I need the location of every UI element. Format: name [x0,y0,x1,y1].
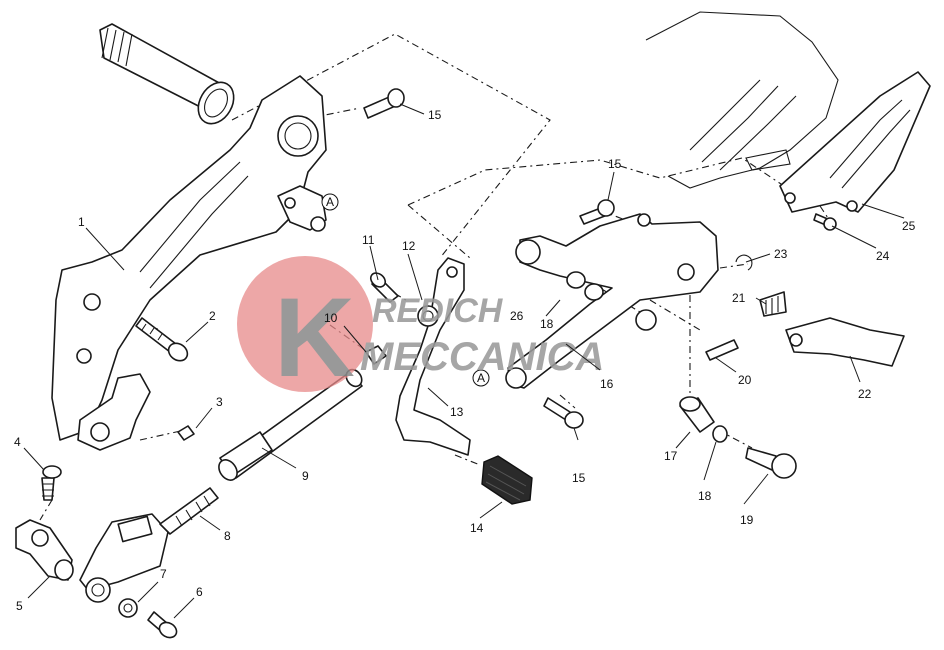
footrest-bracket-part-1 [51,23,327,451]
callout-13: 13 [450,405,464,419]
callout-26: 26 [510,309,524,323]
callout-15-mid: 15 [608,157,622,171]
linkage-part-8 [79,487,219,603]
bolt-part-6 [147,611,178,639]
callout-5: 5 [16,599,23,613]
screw-part-24 [813,213,837,231]
callout-22: 22 [858,387,872,401]
callout-21: 21 [732,291,746,305]
washer-part-7 [118,598,138,618]
nut-part-10 [365,345,387,365]
callout-23: 23 [774,247,788,261]
heel-guard-outline [645,11,839,189]
callout-3: 3 [216,395,223,409]
reference-mark-a-upper: A [321,193,339,211]
bushing-part-17 [679,396,715,433]
callout-1: 1 [78,215,85,229]
callout-8: 8 [224,529,231,543]
callout-10: 10 [324,311,338,325]
heel-plate-part-25 [779,71,931,213]
rear-lever-part-16 [505,213,719,389]
callout-25: 25 [902,219,916,233]
bolt-part-15-top [363,88,405,119]
rubber-peg-part-14 [481,455,533,505]
watermark-line1: REDICH [372,292,504,330]
reference-mark-label: A [477,371,485,385]
callout-numbers: 1 2 3 4 5 6 7 8 9 10 11 12 13 14 15 15 1… [14,108,916,613]
callout-12: 12 [402,239,416,253]
callout-15-low: 15 [572,471,586,485]
gear-lever-part-12-13 [395,257,471,456]
callout-4: 4 [14,435,21,449]
rod-end-part-5 [15,519,74,581]
watermark-logo: K REDICH MECCANICA [237,256,604,400]
callout-18-high: 18 [540,317,554,331]
callout-9: 9 [302,469,309,483]
washer-part-18-high [566,271,604,301]
reference-mark-label: A [326,195,334,209]
callout-15-top: 15 [428,108,442,122]
callout-20: 20 [738,373,752,387]
bolt-part-2 [135,317,189,362]
reference-mark-a-lower: A [472,369,490,387]
bolt-part-15-mid [579,199,615,225]
bolt-part-4 [41,465,62,501]
watermark-line2: MECCANICA [360,335,604,379]
washer-part-18-low [712,425,728,443]
callout-14: 14 [470,521,484,535]
footpeg-part-22 [785,317,905,367]
callout-7: 7 [160,567,167,581]
callout-24: 24 [876,249,890,263]
callout-19: 19 [740,513,754,527]
pin-part-20 [705,339,739,361]
callout-2: 2 [209,309,216,323]
callout-6: 6 [196,585,203,599]
bolt-part-19 [745,447,797,479]
watermark-circle [237,256,373,392]
clip-part-23 [735,254,753,271]
callout-16: 16 [600,377,614,391]
grub-part-3 [177,425,195,441]
bolt-part-15-low [543,397,584,429]
bushing-part-26 [635,309,657,331]
callout-17: 17 [664,449,678,463]
shaft-part-9 [218,368,363,481]
callout-18-low: 18 [698,489,712,503]
leader-lines [23,103,905,619]
spring-part-21 [759,291,787,317]
watermark-k-letter: K [274,275,355,400]
callout-11: 11 [362,233,375,247]
